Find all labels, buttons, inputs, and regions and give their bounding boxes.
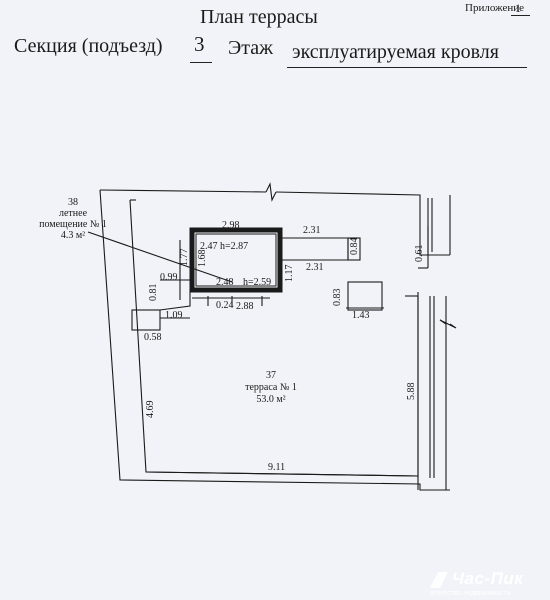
- dim-168: 1.68: [197, 250, 208, 268]
- dim-231-mid: 2.31: [306, 262, 324, 273]
- appendix-underline: [511, 15, 530, 16]
- outer-wall-top-right: [275, 191, 450, 256]
- floor-underline: [287, 67, 527, 68]
- dim-061: 0.61: [414, 245, 425, 263]
- room-38-number: 38: [68, 197, 78, 208]
- dim-099: 0.99: [160, 272, 178, 283]
- watermark-brand: Час-Пик: [452, 569, 524, 588]
- dim-288: 2.88: [236, 301, 254, 312]
- room-37-area: 53.0 м²: [256, 394, 285, 405]
- annex-tail: [347, 237, 361, 261]
- watermark-tagline: агентство недвижимости: [430, 590, 511, 597]
- dim-109: 1.09: [165, 310, 183, 321]
- room-38-area: 4.3 м²: [61, 230, 85, 241]
- dim-469: 4.69: [145, 401, 156, 419]
- outer-wall-top: [99, 189, 267, 193]
- box-143: [347, 281, 383, 311]
- dim-247-h287: 2.47 h=2.87: [200, 241, 248, 252]
- dim-231-top: 2.31: [303, 225, 321, 236]
- dim-024: 0.24: [216, 300, 234, 311]
- dim-911: 9.11: [268, 462, 285, 473]
- box-058: [131, 309, 161, 331]
- room-38-name-2: помещение № 1: [39, 219, 107, 230]
- section-value: 3: [194, 32, 205, 56]
- room-37-name: терраса № 1: [245, 382, 297, 393]
- floor-label: Этаж: [228, 37, 273, 59]
- room-38-name-1: летнее: [59, 208, 88, 219]
- floor-value: эксплуатируемая кровля: [292, 41, 499, 63]
- dim-083: 0.83: [332, 289, 343, 307]
- left-connector: [159, 289, 192, 311]
- outer-wall-left: [99, 189, 450, 491]
- upper-annex: [280, 237, 349, 261]
- appendix-number: 1: [515, 1, 521, 15]
- dim-084: 0.84: [349, 238, 360, 256]
- break-mark: [265, 182, 277, 202]
- section-underline: [190, 62, 212, 63]
- dim-h259: h=2.59: [243, 277, 271, 288]
- dim-588: 5.88: [406, 383, 417, 401]
- dim-143: 1.43: [352, 310, 370, 321]
- section-label: Секция (подъезд): [14, 35, 163, 57]
- dim-117: 1.17: [284, 265, 295, 283]
- plan-title: План террасы: [200, 6, 318, 28]
- summer-room-inner: [195, 233, 277, 287]
- watermark-logo-icon: [430, 572, 448, 588]
- dim-298: 2.98: [222, 220, 240, 231]
- leader-line: [87, 231, 233, 283]
- right-break: [439, 319, 457, 329]
- dim-177: 1.77: [179, 249, 190, 267]
- dim-line-911: [145, 471, 419, 477]
- room-37-number: 37: [266, 370, 276, 381]
- terrace-boundary: [129, 199, 419, 477]
- dim-081: 0.81: [148, 284, 159, 302]
- appendix-label: Приложение: [465, 2, 525, 14]
- dim-058: 0.58: [144, 332, 162, 343]
- dim-248: 2.48: [216, 277, 234, 288]
